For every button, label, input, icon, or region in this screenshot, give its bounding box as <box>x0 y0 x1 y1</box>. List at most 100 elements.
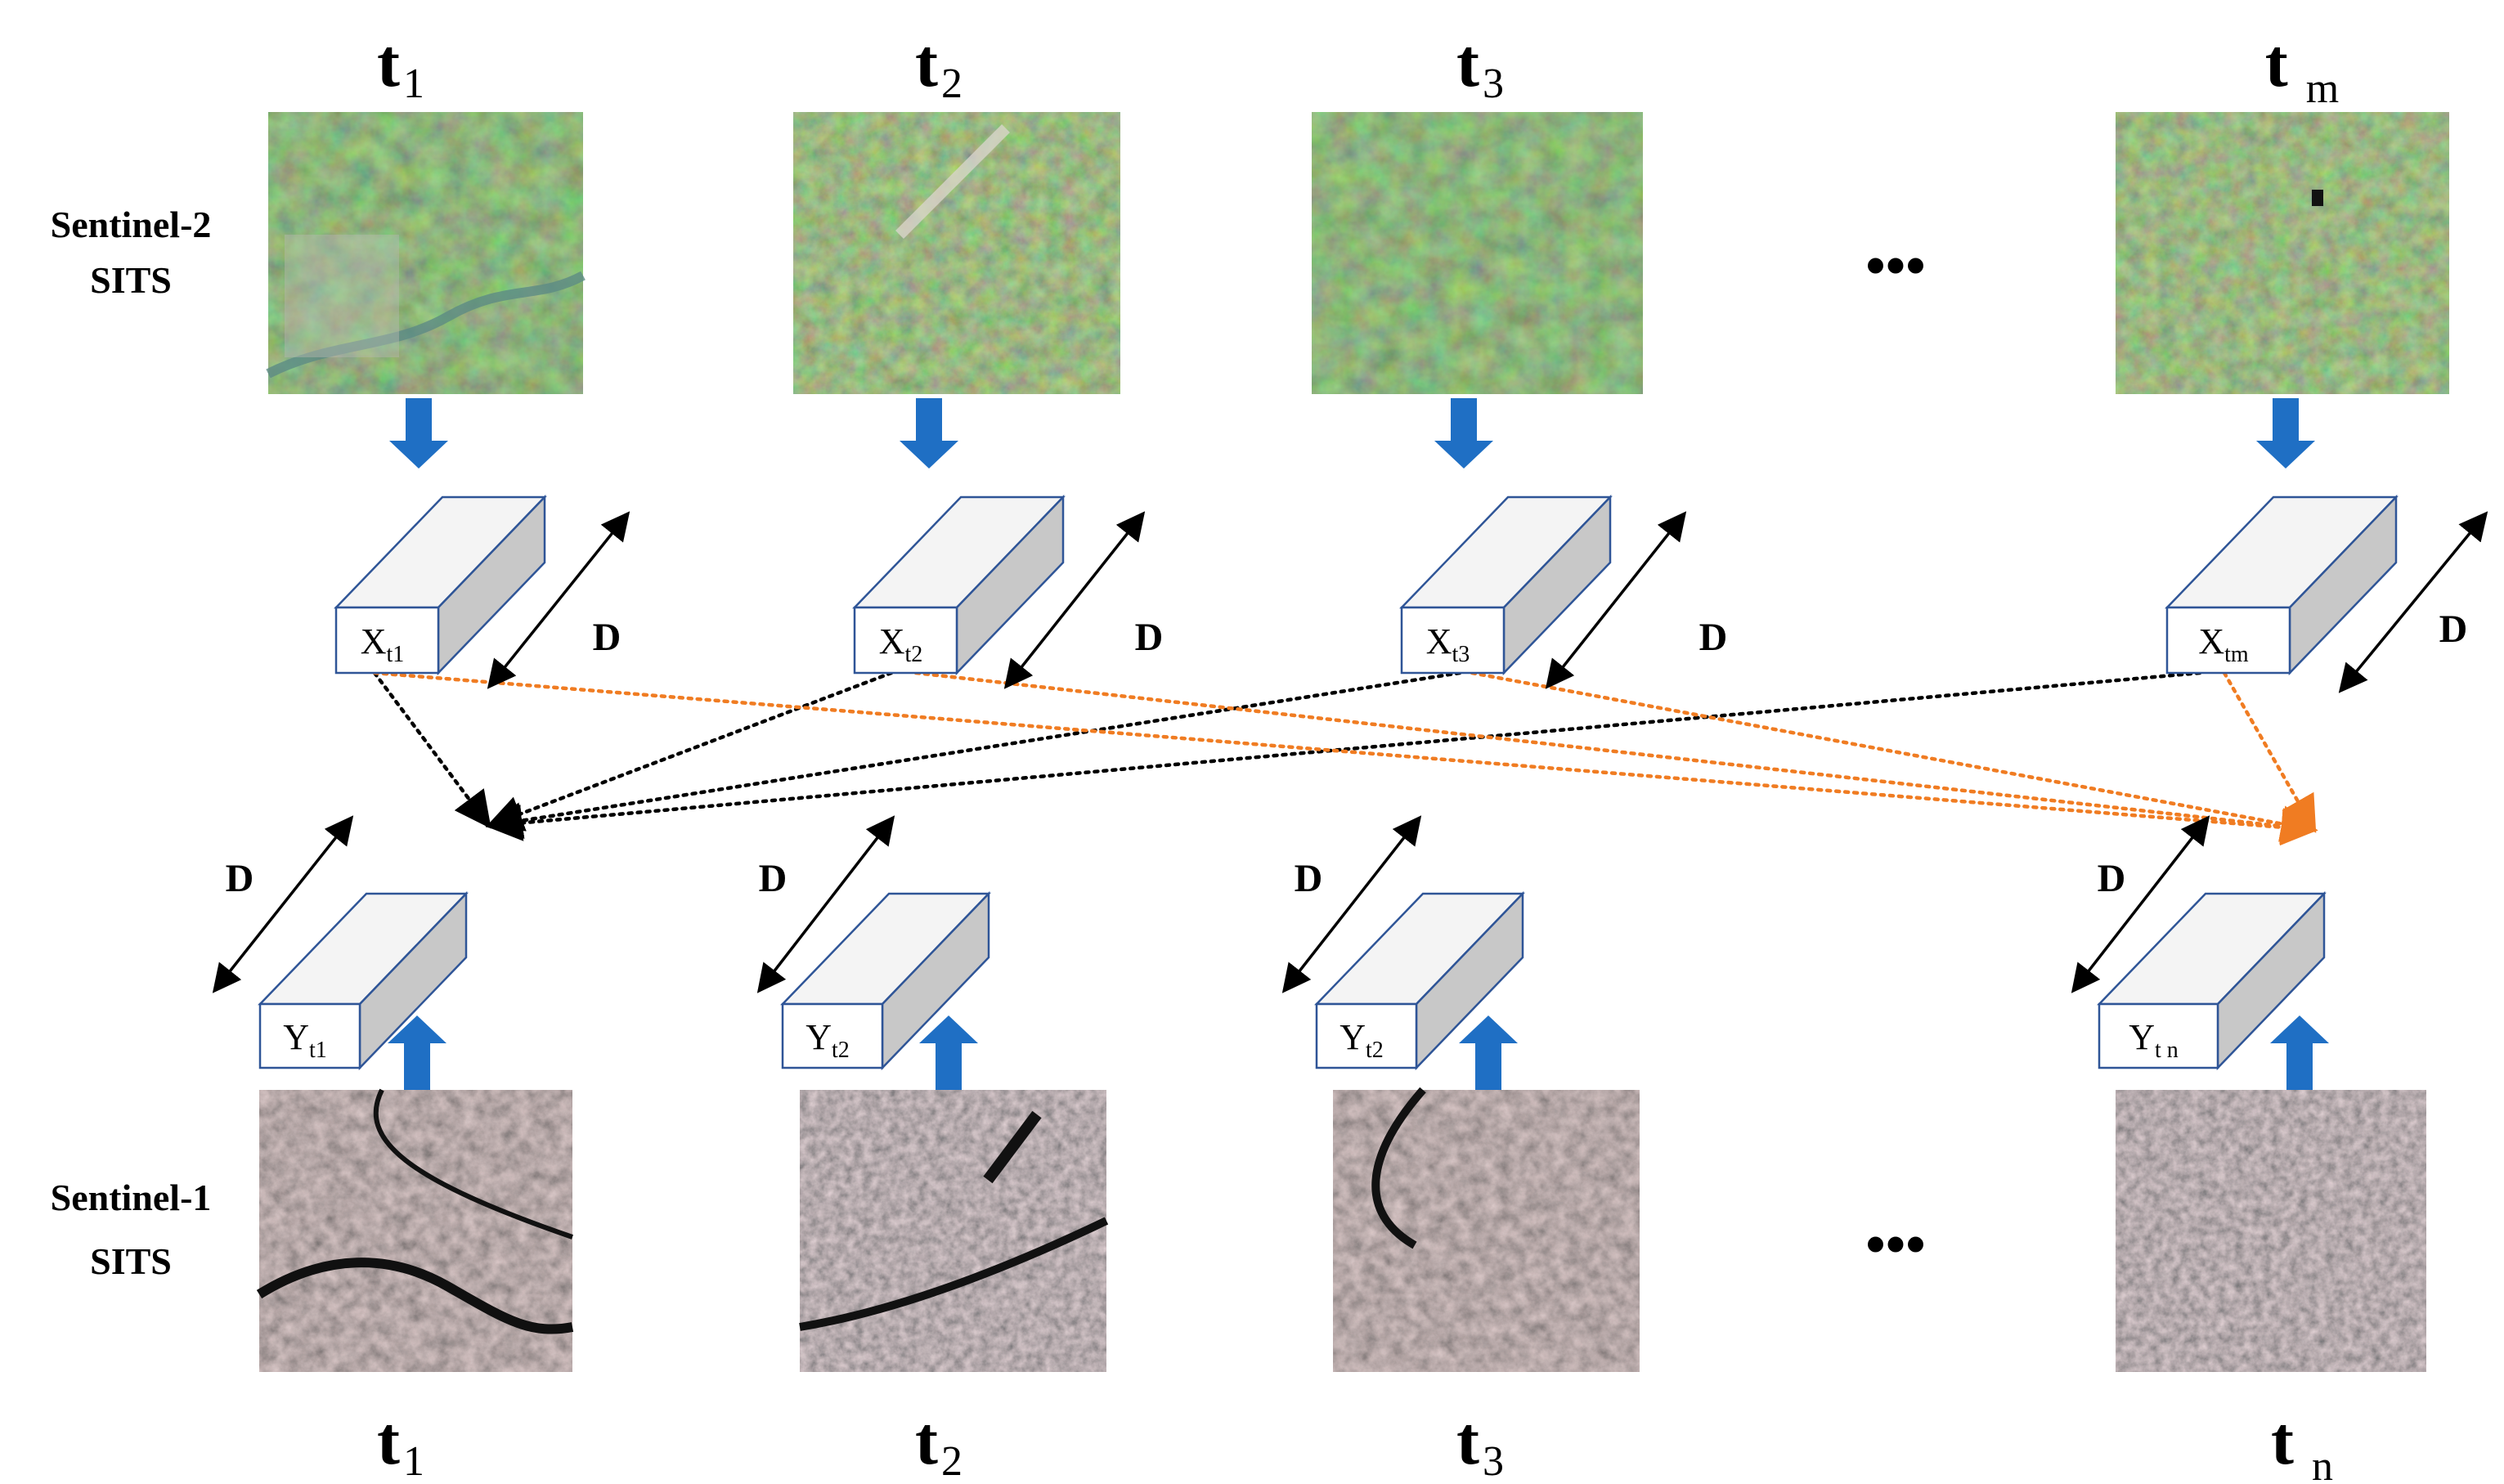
s1-image-texture <box>1333 1090 1640 1372</box>
prism-front-face <box>1315 1002 1418 1069</box>
prism-front-face <box>853 606 958 675</box>
prism-label-base: Y <box>805 1017 832 1057</box>
river-path <box>799 1217 1109 1331</box>
s2-image-tile <box>2116 112 2449 394</box>
prism-label-base: X <box>1426 621 1452 661</box>
s2-time-label: t2 <box>915 25 963 107</box>
s1-image-tile <box>256 1088 574 1372</box>
prism-front-face <box>2165 606 2291 675</box>
s1-to-s2-connector <box>913 670 2318 845</box>
s2-to-s1-connector <box>485 670 2202 841</box>
s2-to-s1-connector <box>485 670 1462 839</box>
prism-front-face <box>2098 1002 2219 1069</box>
s2-image-tile <box>1312 112 1643 394</box>
s1-image-tile <box>799 1090 1109 1372</box>
prism-label-base: Y <box>1340 1017 1366 1057</box>
prism-label-sub: t2 <box>905 642 923 667</box>
prism-label-sub: t3 <box>1452 642 1470 667</box>
prism-label-sub: t2 <box>1366 1038 1384 1063</box>
prism-label: Yt n <box>2129 1017 2179 1063</box>
s2-dim-arrow: D <box>2338 511 2488 693</box>
s2-label-line2: SITS <box>90 259 172 301</box>
s2-image-texture <box>2116 112 2449 394</box>
s1-ellipsis: ••• <box>1865 1213 1926 1276</box>
prism-label-sub: t1 <box>309 1038 327 1063</box>
prism-label: Yt2 <box>1340 1017 1384 1063</box>
s1-to-s2-connector <box>372 670 2318 846</box>
flow-arrow-down <box>1434 398 1493 469</box>
dimension-line <box>2338 511 2488 693</box>
dark-spot <box>2312 190 2323 206</box>
prism-label: Yt1 <box>283 1017 327 1063</box>
flow-arrow-down <box>389 398 448 469</box>
prism-label-base: Y <box>283 1017 309 1057</box>
dimension-label: D <box>1135 616 1164 659</box>
dimension-label: D <box>2439 607 2468 651</box>
s2-dim-arrow: D <box>487 511 630 689</box>
s1-time-label: t1 <box>377 1403 424 1484</box>
s2-dim-arrow: D <box>1003 511 1164 689</box>
prism-label-base: X <box>879 621 905 661</box>
dimension-label: D <box>1699 616 1728 659</box>
s1-image-tiles <box>256 1087 2426 1372</box>
feature-prism: Xt1 <box>334 494 547 676</box>
s1-image-tint <box>800 1090 1106 1372</box>
s1-image-tile <box>2116 1090 2426 1372</box>
prism-front-face <box>258 1002 361 1069</box>
s1-image-texture <box>800 1090 1106 1372</box>
s1-to-s2-connector <box>2222 670 2317 833</box>
prism-label-sub: tm <box>2224 642 2249 667</box>
flow-arrow-up <box>388 1015 447 1090</box>
dimension-line <box>1003 511 1146 689</box>
s2-time-label: t3 <box>1456 25 1504 107</box>
s2-dim-arrow: D <box>1545 511 1728 689</box>
dimension-line <box>1281 815 1422 993</box>
dimension-line <box>1545 511 1687 689</box>
s2-ellipsis: ••• <box>1865 235 1926 298</box>
s2-label-line1: Sentinel-2 <box>51 204 212 245</box>
prism-label: Xt3 <box>1426 621 1470 667</box>
s2-image-texture <box>793 112 1120 394</box>
prism-label-base: X <box>361 621 387 661</box>
s1-image-tile <box>1333 1087 1640 1372</box>
prism-front-face <box>334 606 440 675</box>
s2-image-tiles <box>266 112 2449 394</box>
feature-prism: Xtm <box>2165 494 2399 676</box>
s2-image-texture <box>1312 112 1643 394</box>
airstrip-path <box>983 1110 1042 1184</box>
flow-arrow-up <box>2270 1015 2329 1090</box>
feature-prism: Xt2 <box>852 494 1066 676</box>
dimension-line <box>487 511 630 689</box>
prism-label-base: Y <box>2129 1017 2155 1057</box>
prism-label-sub: t n <box>2155 1038 2179 1063</box>
prism-front-face <box>781 1002 884 1069</box>
s2-time-label: t1 <box>377 25 424 107</box>
s1-dim-arrow: D <box>756 815 895 993</box>
s1-dim-arrow: D <box>2071 815 2210 993</box>
prism-label: Yt2 <box>805 1017 850 1063</box>
s1-image-tint <box>1333 1090 1640 1372</box>
dimension-line <box>756 815 895 993</box>
road-path <box>373 1088 573 1240</box>
s1-label-line1: Sentinel-1 <box>51 1177 212 1218</box>
s1-time-label: t3 <box>1456 1403 1504 1484</box>
s2-to-s1-connector <box>485 670 894 832</box>
s1-image-texture <box>2116 1090 2426 1372</box>
s1-dim-arrow: D <box>212 815 354 993</box>
dimension-label: D <box>226 857 254 900</box>
prism-label-sub: t2 <box>832 1038 850 1063</box>
prism-label-sub: t1 <box>387 642 405 667</box>
flow-arrow-up <box>1459 1015 1518 1090</box>
dimension-label: D <box>759 857 788 900</box>
s2-image-texture <box>268 112 583 394</box>
s2-image-tile <box>793 112 1120 394</box>
prism-label: Xt1 <box>361 621 405 667</box>
dimension-line <box>2071 815 2210 993</box>
